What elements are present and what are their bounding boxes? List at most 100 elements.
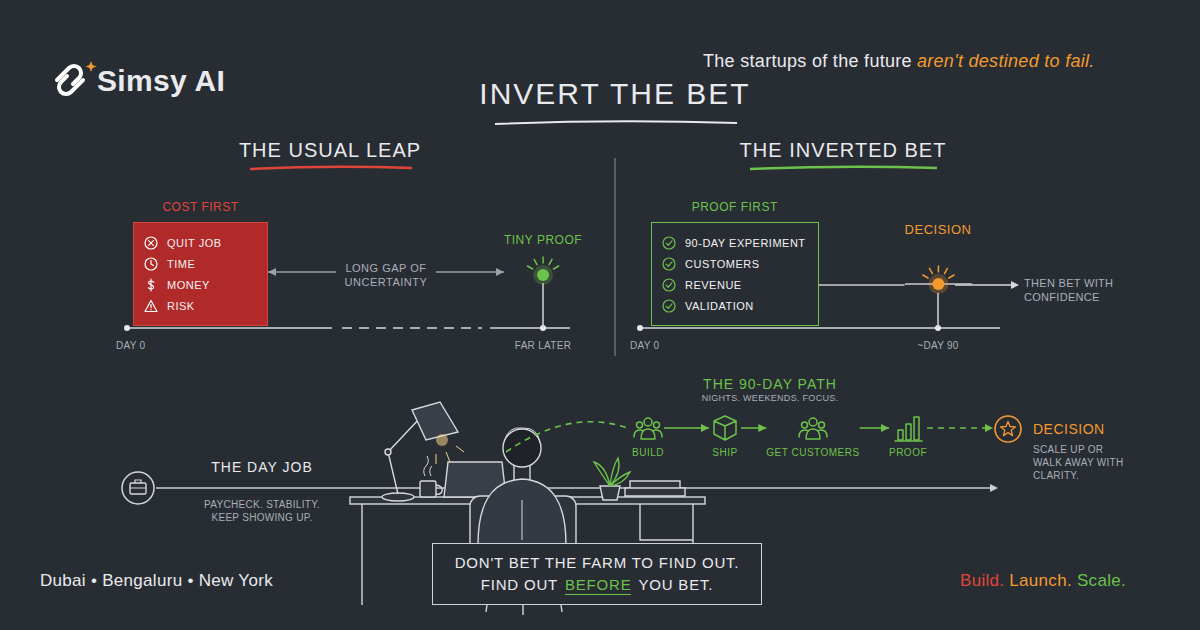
label: FAR LATER xyxy=(515,340,571,351)
box-row: MONEY xyxy=(144,274,255,295)
step-icon xyxy=(797,412,829,444)
caption-line: DON'T BET THE FARM TO FIND OUT. xyxy=(455,553,740,573)
arrow-head xyxy=(1011,281,1019,289)
label: THE INVERTED BET xyxy=(740,139,947,161)
logo-sparkle xyxy=(86,61,97,72)
label: Launch. xyxy=(1009,571,1072,590)
label-wrap: THE 90-DAY PATH xyxy=(703,375,837,393)
decision-text: DECISIONSCALE UP OR WALK AWAY WITH CLARI… xyxy=(1033,414,1133,482)
title: INVERT THE BET xyxy=(479,77,750,110)
step-label: PROOF xyxy=(889,447,927,459)
red-underline xyxy=(250,167,412,169)
step-node: PROOF xyxy=(889,412,927,459)
label-wrap: The startups of the future xyxy=(703,50,912,73)
label: The startups of the future xyxy=(703,51,912,71)
caption-text: YOU BET. xyxy=(638,575,713,595)
item-icon xyxy=(144,257,158,271)
item-icon xyxy=(662,278,676,292)
box-row: REVENUE xyxy=(662,274,806,295)
label-wrap: NIGHTS. WEEKENDS. FOCUS. xyxy=(702,393,839,404)
label-wrap: ~DAY 90 xyxy=(917,339,958,352)
step-node: GET CUSTOMERS xyxy=(766,412,859,459)
edge-label-wrap: LONG GAP OF UNCERTAINTY xyxy=(336,261,436,290)
caption-box: DON'T BET THE FARM TO FIND OUT.FIND OUT B… xyxy=(432,543,763,605)
title-wrap: INVERT THE BET xyxy=(479,76,750,112)
step-icon xyxy=(892,412,924,444)
item-text: TIME xyxy=(167,258,195,270)
item-text: CUSTOMERS xyxy=(685,258,760,270)
label: PAYCHECK. STABILITY. KEEP SHOWING UP. xyxy=(204,499,320,523)
green-underline xyxy=(750,167,937,169)
item-icon xyxy=(662,236,676,250)
decision-node: DECISIONSCALE UP OR WALK AWAY WITH CLARI… xyxy=(993,414,1133,482)
label-wrap: Dubai • Bengaluru • New York xyxy=(40,570,273,591)
step-label: SHIP xyxy=(712,447,737,459)
box-row: 90-DAY EXPERIMENT xyxy=(662,232,806,253)
label: aren't destined to fail. xyxy=(917,51,1095,71)
decision-heading: DECISION xyxy=(1033,421,1133,437)
edge-label: LONG GAP OF UNCERTAINTY xyxy=(336,261,436,289)
item-text: REVENUE xyxy=(685,279,742,291)
connector xyxy=(927,427,993,429)
day-job-arrow xyxy=(156,487,990,489)
milestone-symbol xyxy=(905,237,972,293)
step-label: BUILD xyxy=(632,447,664,459)
timeline xyxy=(490,327,570,329)
connector xyxy=(664,427,709,429)
divider xyxy=(614,158,616,356)
item-icon xyxy=(144,278,158,292)
timeline-dot xyxy=(124,325,130,331)
label: Scale. xyxy=(1077,571,1126,590)
label: DAY 0 xyxy=(630,340,659,351)
timeline xyxy=(640,327,1000,329)
box-row: VALIDATION xyxy=(662,295,806,316)
timeline-dashed xyxy=(342,327,482,329)
label: DAY 0 xyxy=(116,340,145,351)
label: NIGHTS. WEEKENDS. FOCUS. xyxy=(702,393,839,403)
arrow-head xyxy=(990,484,998,492)
item-icon xyxy=(144,299,158,313)
label: Simsy AI xyxy=(97,64,225,97)
plant-leaves xyxy=(594,458,630,486)
label-wrap: THE USUAL LEAP xyxy=(239,138,421,163)
item-icon xyxy=(144,236,158,250)
label-wrap: PAYCHECK. STABILITY. KEEP SHOWING UP. xyxy=(200,498,325,524)
step-label: GET CUSTOMERS xyxy=(766,447,859,459)
label-wrap: DAY 0 xyxy=(116,339,145,352)
step-icon xyxy=(709,412,741,444)
milestone-label: TINY PROOF xyxy=(504,233,582,247)
item-icon xyxy=(662,257,676,271)
box-row: TIME xyxy=(144,253,255,274)
process-box: PROOF FIRST90-DAY EXPERIMENTCUSTOMERSREV… xyxy=(651,200,819,326)
path-curve xyxy=(506,422,627,452)
step-icon xyxy=(632,412,664,444)
label: THE USUAL LEAP xyxy=(239,139,421,161)
item-text: MONEY xyxy=(167,279,210,291)
milestone-label: DECISION xyxy=(905,222,972,237)
box-row: QUIT JOB xyxy=(144,232,255,253)
process-box: COST FIRSTQUIT JOBTIMEMONEYRISK xyxy=(133,200,268,326)
item-text: VALIDATION xyxy=(685,300,754,312)
logo-icon xyxy=(57,66,83,94)
label: Dubai • Bengaluru • New York xyxy=(40,571,273,590)
caption-text: FIND OUT xyxy=(481,575,558,595)
label: THE DAY JOB xyxy=(211,459,313,475)
label-wrap: Simsy AI xyxy=(97,62,225,100)
label-wrap: FAR LATER xyxy=(515,339,571,352)
box-panel: 90-DAY EXPERIMENT CUSTOMERS REVENUE VALIDAT… xyxy=(651,222,819,326)
box-panel: QUIT JOBTIMEMONEYRISK xyxy=(133,222,268,326)
title-underline xyxy=(495,121,737,124)
label-wrap: aren't destined to fail. xyxy=(917,50,1095,73)
timeline xyxy=(127,327,332,329)
caption-highlight: BEFORE xyxy=(565,575,631,595)
step-node: SHIP xyxy=(709,412,741,459)
decision-stick xyxy=(937,293,939,328)
connector xyxy=(819,284,905,286)
box-row: CUSTOMERS xyxy=(662,253,806,274)
label-wrap: DAY 0 xyxy=(630,339,659,352)
milestone-dot: DECISION xyxy=(905,222,972,293)
label-wrap: Scale. xyxy=(1077,570,1126,591)
label: Build. xyxy=(960,571,1004,590)
label-wrap: Build. xyxy=(960,570,1004,591)
